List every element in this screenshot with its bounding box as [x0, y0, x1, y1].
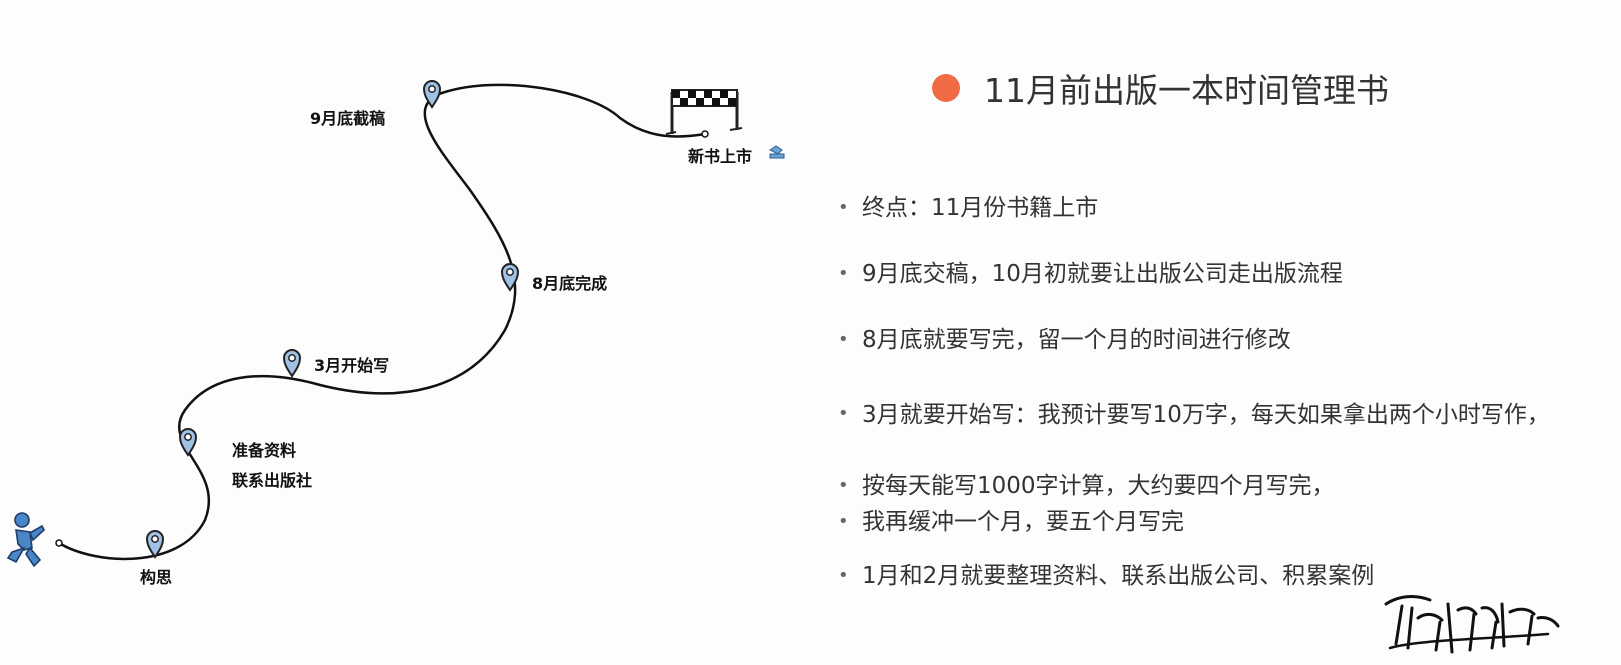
finish-line-icon	[665, 89, 785, 159]
milestone-march-label: 3月开始写	[314, 356, 389, 375]
slide-title: 11月前出版一本时间管理书	[932, 64, 1389, 112]
bullet-item: 8月底就要写完，留一个月的时间进行修改	[838, 324, 1291, 356]
milestone-finish-label: 新书上市	[688, 147, 752, 166]
milestone-prep-label-line2: 联系出版社	[232, 471, 312, 490]
slide-title-text: 11月前出版一本时间管理书	[984, 71, 1389, 110]
bullet-item: 按每天能写1000字计算，大约要四个月写完，	[838, 470, 1335, 502]
runner-icon	[6, 512, 45, 568]
bullet-text: 9月底交稿，10月初就要让出版公司走出版流程	[862, 261, 1343, 287]
bullet-item: 1月和2月就要整理资料、联系出版公司、积累案例	[838, 560, 1375, 592]
map-pin-icon	[179, 428, 197, 456]
signature-mark	[1384, 595, 1560, 654]
bullet-text: 按每天能写1000字计算，大约要四个月写完，	[862, 473, 1335, 499]
bullet-item: 3月就要开始写：我预计要写10万字，每天如果拿出两个小时写作，	[838, 398, 1621, 432]
title-bullet-dot	[932, 74, 960, 102]
milestone-september-label: 9月底截稿	[310, 109, 385, 128]
bullet-text: 8月底就要写完，留一个月的时间进行修改	[862, 327, 1291, 353]
bullet-text: 3月就要开始写：我预计要写10万字，每天如果拿出两个小时写作，	[862, 402, 1550, 428]
bullet-item: 9月底交稿，10月初就要让出版公司走出版流程	[838, 258, 1343, 290]
bullet-text: 终点：11月份书籍上市	[862, 195, 1099, 221]
bullet-text: 1月和2月就要整理资料、联系出版公司、积累案例	[862, 563, 1375, 589]
roadmap-path	[57, 83, 707, 561]
bullet-item: 我再缓冲一个月，要五个月写完	[838, 506, 1184, 538]
bullet-item: 终点：11月份书籍上市	[838, 192, 1099, 224]
map-pin-icon	[283, 349, 301, 377]
bullet-text: 我再缓冲一个月，要五个月写完	[862, 509, 1184, 535]
milestone-august-label: 8月底完成	[532, 274, 607, 293]
milestone-start-label: 构思	[140, 568, 172, 587]
milestone-prep-label-line1: 准备资料	[232, 441, 296, 460]
